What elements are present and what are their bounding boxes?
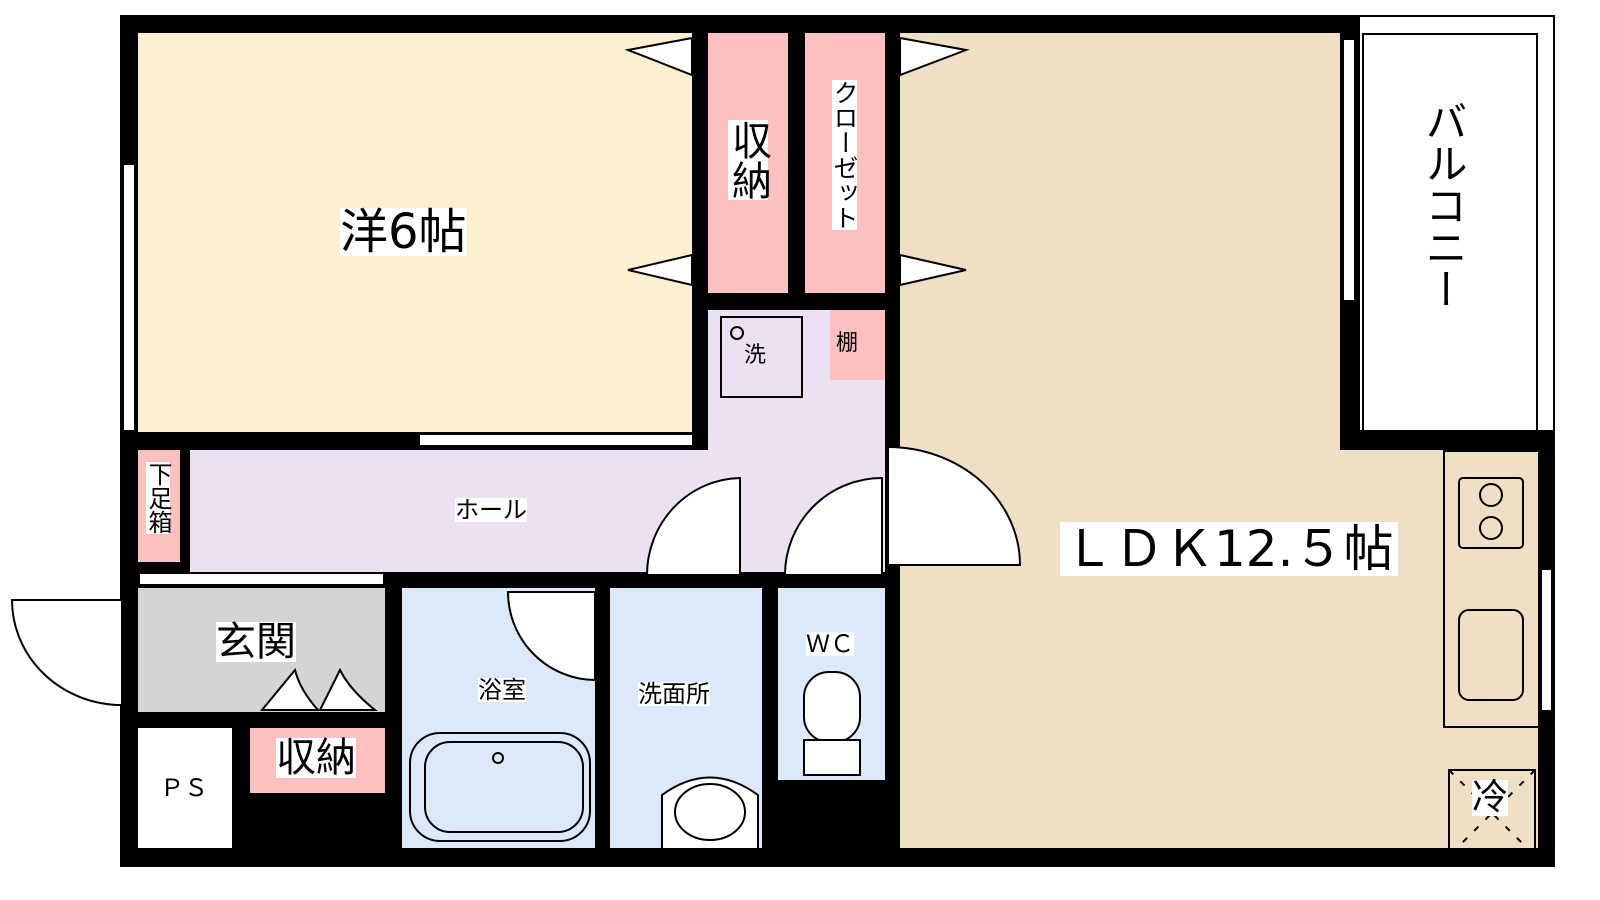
room-hall (190, 450, 885, 572)
window-west (122, 165, 136, 430)
bathtub-icon (409, 732, 591, 842)
swing-doors[interactable] (10, 445, 1022, 711)
balcony-inner (1362, 33, 1538, 432)
label-ps: ＰＳ (160, 774, 208, 802)
toilet-icon (803, 671, 861, 776)
sliding-door-western[interactable] (420, 433, 692, 447)
label-storage-bottom: 収納 (276, 735, 356, 781)
room-ldk-top (900, 33, 1340, 453)
label-balcony: バルコニー (1419, 100, 1468, 310)
label-washer: 洗 (744, 343, 767, 368)
label-closet: クローゼット (830, 80, 859, 230)
sink-icon (661, 776, 759, 848)
label-shelf: 棚 (836, 331, 859, 356)
window-balcony (1342, 40, 1356, 300)
label-bath: 浴室 (478, 676, 526, 704)
shelf (830, 310, 885, 380)
closet-doors[interactable] (624, 36, 970, 287)
label-entrance: 玄関 (216, 619, 296, 665)
window-kitchen (1540, 570, 1553, 710)
drain-icon (730, 326, 744, 340)
step-entrance (138, 572, 385, 586)
label-shoe-box: 下足箱 (144, 462, 172, 534)
balcony (1358, 15, 1555, 432)
label-storage-top: 収納 (725, 120, 771, 200)
label-wc: ＷＣ (806, 630, 854, 658)
washer-box (720, 316, 803, 398)
kitchen-sink-icon (1458, 609, 1524, 701)
label-washroom: 洗面所 (638, 680, 710, 708)
kitchen-counter (1443, 450, 1538, 728)
fridge-icon (1448, 769, 1536, 857)
label-ldk: ＬＤＫ12.５帖 (1060, 522, 1398, 576)
stove-icon (1458, 477, 1524, 549)
label-fridge: 冷 (1472, 777, 1509, 818)
label-hall: ホール (455, 496, 527, 524)
label-western: 洋6帖 (340, 204, 467, 260)
